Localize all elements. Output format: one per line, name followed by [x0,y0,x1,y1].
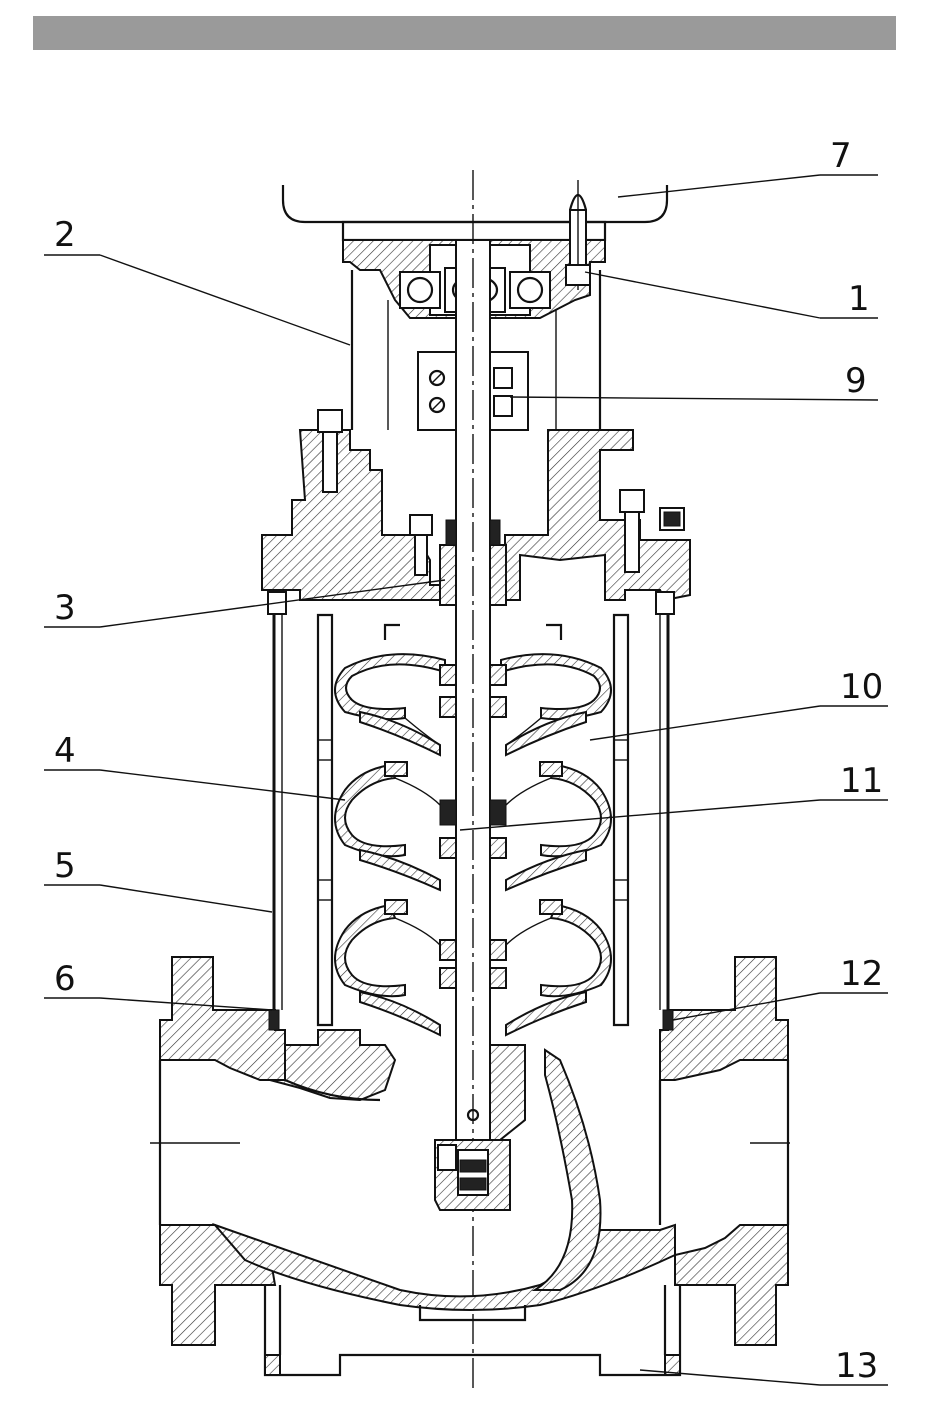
callout-12: 12 [840,954,883,994]
motor-housing [283,185,667,240]
callout-9: 9 [845,361,867,401]
callout-11: 11 [840,761,883,801]
callout-5: 5 [54,846,76,886]
callout-2: 2 [54,215,76,255]
callout-6: 6 [54,959,76,999]
callout-4: 4 [54,731,76,771]
callout-7: 7 [830,136,852,176]
callout-13: 13 [835,1346,878,1386]
callout-1: 1 [848,279,870,319]
callout-10: 10 [840,667,883,707]
callout-3: 3 [54,588,76,628]
